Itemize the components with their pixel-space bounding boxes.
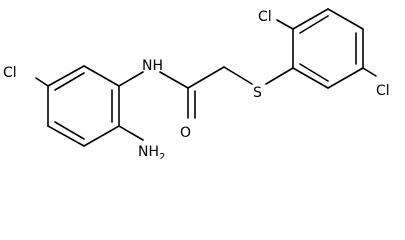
atom-label-s: S bbox=[253, 85, 262, 101]
bond bbox=[47, 125, 85, 147]
bond-to-cl-right bbox=[362, 67, 377, 77]
left-aromatic-ring bbox=[47, 65, 120, 147]
atom-label-cl-right: Cl bbox=[376, 83, 390, 99]
atom-label-cl-top: Cl bbox=[258, 9, 272, 25]
atom-label-nh2-subscript: 2 bbox=[159, 152, 165, 159]
double-bond-inner bbox=[299, 15, 329, 34]
bond bbox=[292, 67, 329, 89]
double-bond-inner bbox=[54, 72, 85, 91]
atom-label-nh2: NH2 bbox=[138, 144, 165, 159]
bond bbox=[83, 65, 120, 87]
atom-label-cl-left: Cl bbox=[3, 65, 17, 81]
bond-to-cl-top bbox=[276, 19, 294, 30]
molecule-structure: Cl NH NH2 O S Cl Cl bbox=[3, 8, 390, 159]
double-bond-inner bbox=[299, 63, 329, 82]
bond bbox=[327, 67, 364, 89]
bond bbox=[327, 8, 364, 30]
bond-carbonyl-ch2 bbox=[187, 66, 225, 89]
double-bond-inner bbox=[54, 121, 85, 140]
bond-to-cl-left bbox=[35, 77, 49, 87]
bond-s-ring bbox=[265, 67, 294, 85]
bond-nh-carbonyl bbox=[159, 71, 189, 89]
bond-to-nh bbox=[118, 71, 144, 87]
bond-ch2-s bbox=[223, 66, 253, 85]
right-aromatic-ring bbox=[292, 8, 364, 89]
structure-canvas: Cl NH NH2 O S Cl Cl bbox=[3, 8, 390, 159]
atom-label-o: O bbox=[180, 125, 191, 141]
bond bbox=[292, 8, 329, 30]
bond-to-nh2 bbox=[118, 125, 144, 141]
bond bbox=[47, 65, 85, 87]
atom-label-nh2-main: NH bbox=[138, 144, 159, 159]
atom-label-nh: NH bbox=[142, 58, 163, 74]
bond bbox=[83, 125, 120, 147]
